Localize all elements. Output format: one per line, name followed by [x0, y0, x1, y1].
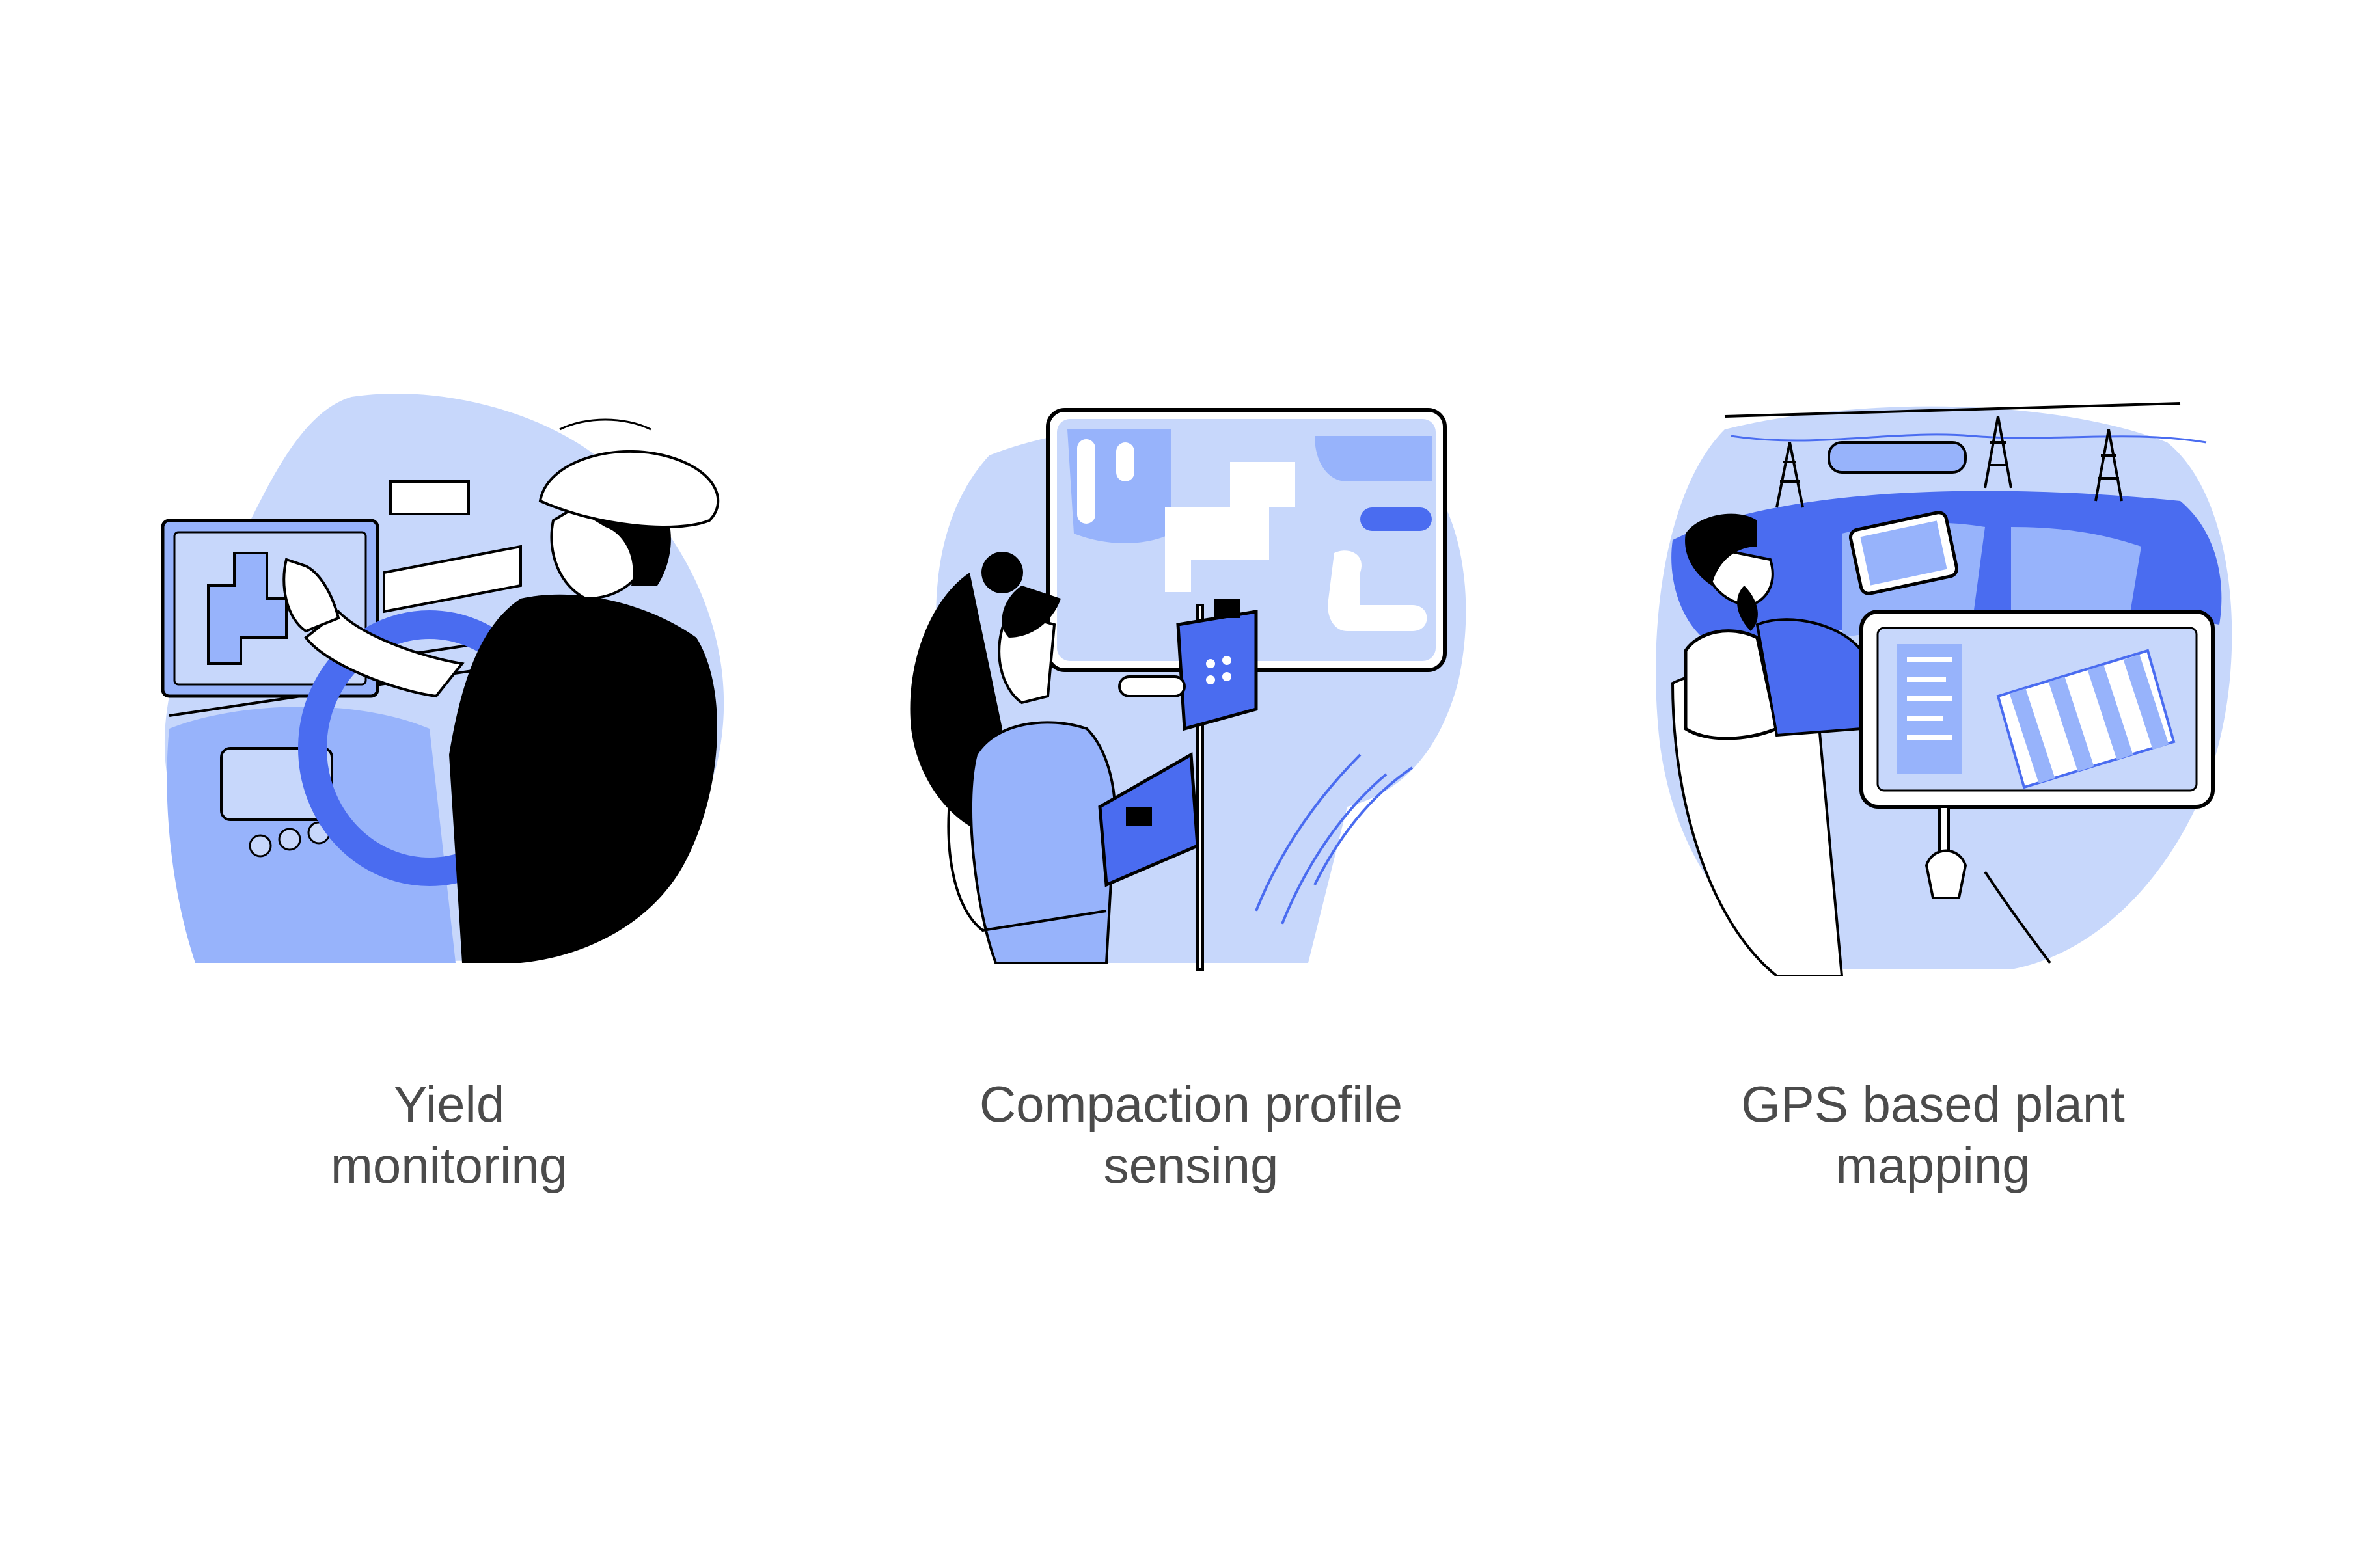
- farmer-in-cab-icon: [161, 393, 724, 963]
- caption-line: Yield: [393, 1075, 505, 1133]
- yield-monitoring-illustration: [156, 390, 755, 963]
- caption-line: mapping: [1835, 1137, 2031, 1194]
- gps-plant-mapping-illustration: [1647, 390, 2239, 976]
- caption-line: sensing: [1103, 1137, 1279, 1194]
- caption-line: monitoring: [330, 1137, 568, 1194]
- caption-line: Compaction profile: [979, 1075, 1403, 1133]
- woman-with-tablet-icon: [910, 408, 1466, 971]
- compaction-sensing-illustration: [892, 390, 1477, 976]
- caption-line: GPS based plant: [1741, 1075, 2125, 1133]
- caption-gps-plant-mapping: GPS based plant mapping: [1640, 1074, 2226, 1196]
- tractor-driver-icon: [1656, 402, 2232, 976]
- caption-yield-monitoring: Yield monitoring: [156, 1074, 742, 1196]
- caption-compaction-profile-sensing: Compaction profile sensing: [898, 1074, 1484, 1196]
